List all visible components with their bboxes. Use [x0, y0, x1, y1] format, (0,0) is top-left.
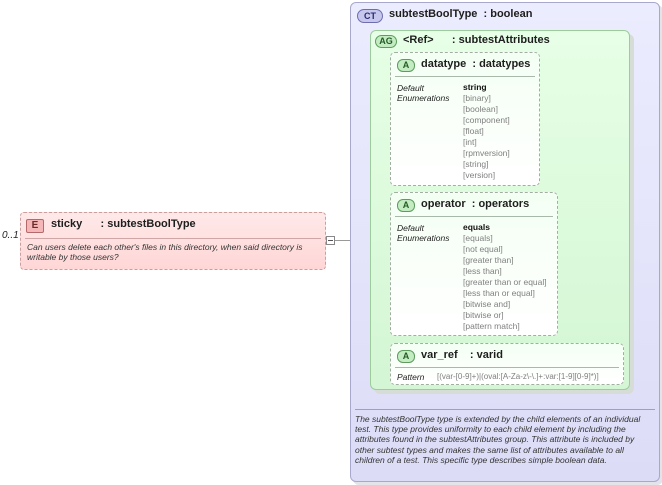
default-label: Default: [397, 83, 424, 93]
element-type: : subtestBoolType: [100, 218, 196, 230]
enum-value: [equals]: [463, 233, 493, 243]
enum-value: [bitwise and]: [463, 299, 511, 309]
attribute-title: datatype : datatypes: [421, 58, 531, 70]
enumerations-label: Enumerations: [397, 93, 450, 103]
enum-value: [greater than or equal]: [463, 277, 547, 287]
enum-value: [rpmversion]: [463, 148, 510, 158]
enum-value: [boolean]: [463, 104, 498, 114]
attribute-group-title: <Ref> : subtestAttributes: [403, 34, 550, 46]
enum-value: [float]: [463, 126, 484, 136]
attribute-operator[interactable]: A operator : operators Default Enumerati…: [390, 192, 558, 336]
element-sticky[interactable]: E sticky : subtestBoolType Can users del…: [20, 212, 326, 270]
complex-type-divider: [355, 409, 655, 410]
element-documentation: Can users delete each other's files in t…: [27, 242, 303, 262]
default-value: equals: [463, 222, 490, 232]
default-value: string: [463, 82, 487, 92]
enum-value: [bitwise or]: [463, 310, 504, 320]
complex-type-badge: CT: [357, 9, 383, 23]
attribute-var-ref[interactable]: A var_ref : varid Pattern [(var-[0-9]+)|…: [390, 343, 624, 385]
enum-value: [not equal]: [463, 244, 503, 254]
attribute-badge: A: [397, 199, 415, 212]
connector-element-to-type: [335, 240, 350, 241]
attribute-group-badge: AG: [375, 35, 397, 48]
enum-value: [pattern match]: [463, 321, 520, 331]
enum-value: [less than or equal]: [463, 288, 535, 298]
attribute-title: operator : operators: [421, 198, 530, 210]
pattern-label: Pattern: [397, 372, 425, 382]
enumerations-label: Enumerations: [397, 233, 450, 243]
complex-type-documentation: The subtestBoolType type is extended by …: [355, 414, 641, 465]
element-name: sticky: [51, 218, 83, 230]
enum-value: [version]: [463, 170, 496, 180]
collapse-toggle[interactable]: [326, 236, 335, 245]
attribute-divider: [395, 76, 535, 77]
pattern-value: [(var-[0-9]+)|(oval:[A-Za-z\-\.]+:var:[1…: [437, 372, 599, 381]
complex-type-title: subtestBoolType : boolean: [389, 8, 533, 20]
element-multiplicity: 0..1: [2, 230, 19, 241]
enum-value: [binary]: [463, 93, 491, 103]
element-badge: E: [26, 219, 44, 233]
attribute-datatype[interactable]: A datatype : datatypes Default Enumerati…: [390, 52, 540, 186]
attribute-group-name: : subtestAttributes: [451, 34, 550, 46]
attribute-badge: A: [397, 350, 415, 363]
attribute-title: var_ref : varid: [421, 349, 503, 361]
enumeration-list: string [binary] [boolean] [component] [f…: [463, 82, 510, 181]
element-divider: [25, 238, 321, 239]
enum-value: [component]: [463, 115, 510, 125]
default-label: Default: [397, 223, 424, 233]
attribute-group-ref: <Ref>: [403, 34, 434, 46]
attribute-badge: A: [397, 59, 415, 72]
enum-value: [greater than]: [463, 255, 514, 265]
enum-value: [string]: [463, 159, 489, 169]
enum-value: [int]: [463, 137, 477, 147]
attribute-divider: [395, 367, 619, 368]
element-title: sticky : subtestBoolType: [51, 218, 196, 230]
enum-value: [less than]: [463, 266, 502, 276]
attribute-divider: [395, 216, 553, 217]
enumeration-list: equals [equals] [not equal] [greater tha…: [463, 222, 547, 332]
